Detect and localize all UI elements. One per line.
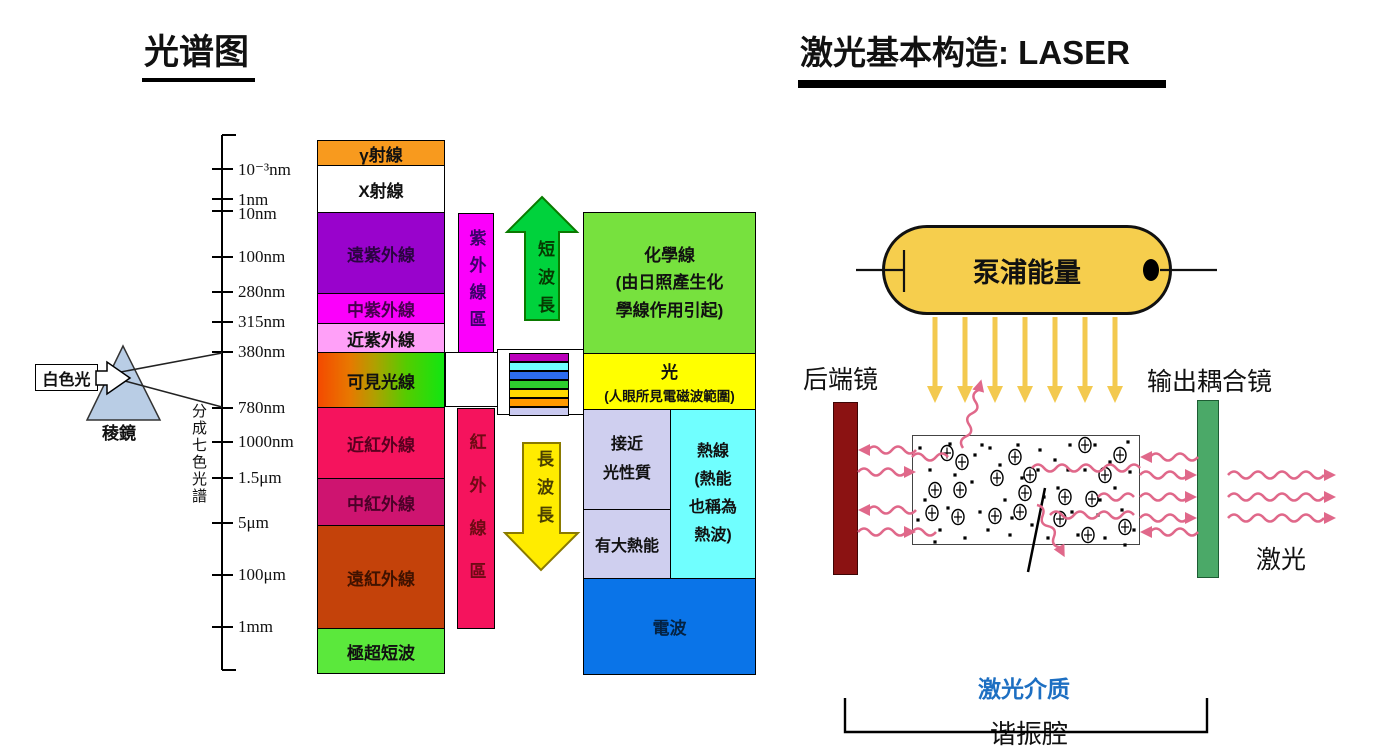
chemical-line: 學線作用引起) <box>615 300 724 320</box>
heat-line: (熱能 <box>694 471 732 488</box>
scale-tick-label: 1000nm <box>238 432 294 451</box>
band-label: 遠紅外線 <box>347 569 415 589</box>
laser-title-underline <box>798 80 1166 88</box>
long-wave-label: 長波長 <box>534 450 553 534</box>
band-gamma-ray: γ射線 <box>317 140 445 166</box>
scale-tick-label: 780nm <box>238 398 286 417</box>
color-swatch-violet <box>509 353 569 362</box>
white-light-arrow-icon <box>95 360 132 396</box>
scale-tick-label: 5μm <box>238 513 269 532</box>
scale-tick-label: 1mm <box>238 617 273 636</box>
band-mid-ir: 中紅外線 <box>317 478 445 526</box>
scale-tick-label: 10⁻³nm <box>238 160 291 179</box>
color-swatch-lavender <box>509 407 569 416</box>
color-swatch-blue <box>509 371 569 380</box>
heat-line: 也稱為 <box>688 499 737 516</box>
uv-zone-bar: 紫外線區 <box>458 213 494 353</box>
white-light-box: 白色光 <box>35 364 98 391</box>
chemical-ray-box: 化學線 (由日照產生化 學線作用引起) <box>583 212 756 354</box>
heat-ray-box: 熱線 (熱能 也稱為 熱波) <box>670 409 756 579</box>
big-heat-box: 有大熱能 <box>583 509 671 579</box>
band-label: 極超短波 <box>347 643 415 663</box>
scale-tick-label: 315nm <box>238 312 286 331</box>
near-light-box: 接近 光性質 <box>583 409 671 510</box>
near-light-line: 光性質 <box>602 464 651 482</box>
light-line: (人眼所見電磁波範圍) <box>604 389 735 404</box>
ir-zone-bar: 紅外線區 <box>457 408 495 629</box>
laser-medium-label: 激光介质 <box>978 676 1070 702</box>
heat-line: 熱線 <box>696 443 729 460</box>
band-uhf: 極超短波 <box>317 628 445 674</box>
band-label: γ射線 <box>359 145 403 165</box>
output-coupler-mirror <box>1197 400 1219 578</box>
laser-medium-box <box>912 435 1140 545</box>
radio-line: 電波 <box>652 619 687 638</box>
band-far-uv: 遠紫外線 <box>317 212 445 294</box>
light-box: 光 (人眼所見電磁波範圍) <box>583 353 756 410</box>
band-near-ir: 近紅外線 <box>317 407 445 479</box>
output-mirror-label: 输出耦合镜 <box>1147 368 1273 396</box>
big-heat-line: 有大熱能 <box>594 538 659 555</box>
scale-axis <box>212 134 236 671</box>
band-label: X射線 <box>358 181 404 201</box>
color-swatch-orange <box>509 398 569 407</box>
uv-zone-label: 紫外線區 <box>466 229 486 337</box>
spectrum-title: 光谱图 <box>142 24 256 82</box>
color-swatch-yellow <box>509 389 569 398</box>
prism-dispersion-lines <box>109 352 223 408</box>
scale-tick-label: 1.5μm <box>238 468 282 487</box>
pump-energy-label: 泵浦能量 <box>973 257 1081 288</box>
scale-tick-label: 10nm <box>238 204 277 223</box>
resonator-cavity-label: 谐振腔 <box>990 719 1069 749</box>
back-mirror <box>833 402 858 575</box>
pump-energy-capsule: 泵浦能量 <box>882 225 1172 315</box>
band-label: 近紅外線 <box>347 435 415 455</box>
band-far-ir: 遠紅外線 <box>317 525 445 629</box>
laser-output-label: 激光 <box>1256 546 1307 574</box>
light-line: 光 <box>661 363 678 382</box>
band-mid-uv: 中紫外線 <box>317 293 445 324</box>
visible-gap-box <box>445 352 498 407</box>
white-light-label: 白色光 <box>42 371 91 389</box>
seven-color-box <box>497 349 585 416</box>
band-near-uv: 近紫外線 <box>317 323 445 353</box>
near-light-line: 接近 <box>610 435 643 453</box>
split-spectrum-label: 分成七色光譜 <box>190 403 207 505</box>
band-label: 中紫外線 <box>347 301 415 320</box>
scale-tick-label: 100μm <box>238 565 286 584</box>
scale-tick-label: 100nm <box>238 247 286 266</box>
color-swatch-green <box>509 380 569 389</box>
band-label: 中紅外線 <box>347 494 415 514</box>
band-x-ray: X射線 <box>317 165 445 213</box>
prism-label: 稜鏡 <box>102 424 136 443</box>
scale-tick-label: 1nm <box>238 190 269 209</box>
pump-arrowheads <box>927 386 1123 403</box>
chemical-line: (由日照產生化 <box>615 273 724 293</box>
band-label: 遠紫外線 <box>347 245 415 265</box>
back-mirror-label: 后端镜 <box>803 366 879 394</box>
heat-line: 熱波) <box>694 527 732 544</box>
scale-tick-label: 380nm <box>238 342 286 361</box>
band-label: 近紫外線 <box>347 330 415 350</box>
color-swatch-cyan <box>509 362 569 371</box>
band-visible-light: 可見光線 <box>317 352 445 408</box>
radio-wave-box: 電波 <box>583 578 756 675</box>
pump-arrows <box>932 317 1118 388</box>
chemical-line: 化學線 <box>644 246 695 266</box>
scale-tick-label: 280nm <box>238 282 286 301</box>
ir-zone-label: 紅外線區 <box>466 432 486 605</box>
laser-title: 激光基本构造: LASER <box>800 34 1130 71</box>
band-label: 可見光線 <box>347 372 415 392</box>
short-wave-label: 短波長 <box>535 240 554 324</box>
